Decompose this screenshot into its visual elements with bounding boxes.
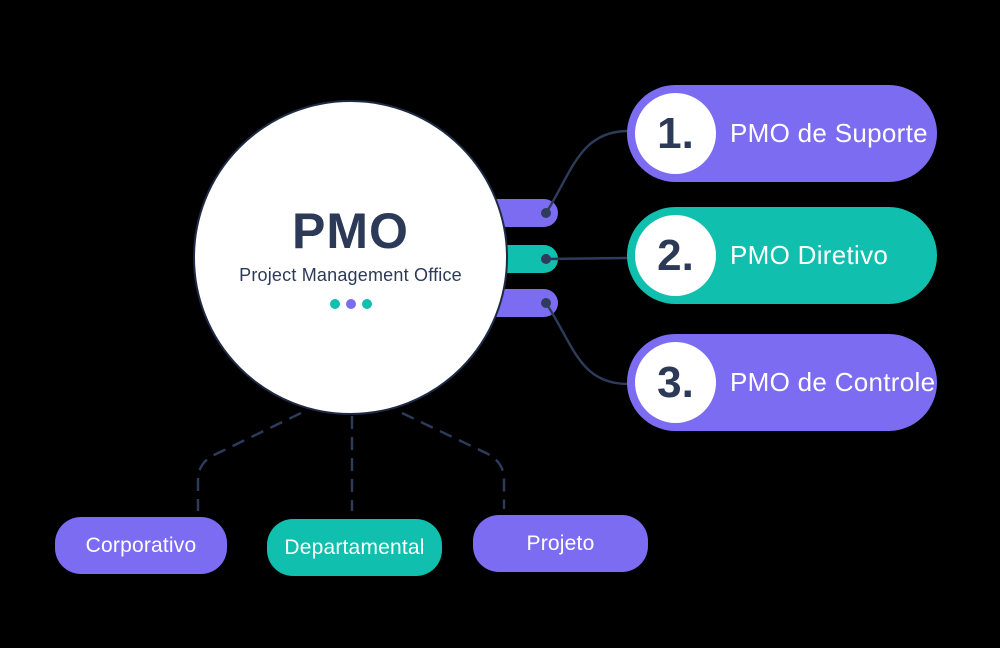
number-label-2: 2.: [657, 230, 694, 280]
bottom-item-label-3: Projeto: [526, 531, 595, 555]
number-badge-2: 2.: [635, 215, 716, 296]
bottom-item-projeto: Projeto: [473, 515, 648, 572]
pmo-dot-2: [345, 299, 356, 309]
bottom-item-corporativo: Corporativo: [55, 517, 227, 574]
right-item-pmo-diretivo: 2. PMO Diretivo: [627, 207, 937, 304]
connector-line-2: [545, 256, 629, 261]
right-item-label-3: PMO de Controle: [730, 367, 936, 397]
dashed-line-right: [401, 411, 506, 509]
connector-line-1: [544, 129, 629, 214]
pmo-subtitle: Project Management Office: [239, 265, 462, 285]
number-badge-3: 3.: [635, 342, 716, 423]
pmo-dot-row: [329, 299, 372, 309]
bottom-item-departamental: Departamental: [267, 519, 442, 576]
number-badge-1: 1.: [635, 93, 716, 174]
number-label-3: 3.: [657, 357, 694, 407]
bottom-item-label-1: Corporativo: [85, 533, 197, 557]
right-item-label-2: PMO Diretivo: [730, 240, 889, 270]
connector-line-3: [544, 302, 629, 386]
number-label-1: 1.: [657, 108, 694, 158]
right-item-pmo-de-controle: 3. PMO de Controle: [627, 334, 937, 431]
pmo-dot-3: [361, 299, 372, 309]
dashed-line-left: [196, 411, 302, 511]
right-item-pmo-de-suporte: 1. PMO de Suporte: [627, 85, 937, 182]
pmo-title: PMO: [292, 203, 409, 259]
pmo-central-circle: PMO Project Management Office: [193, 100, 508, 415]
pmo-dot-1: [329, 299, 340, 309]
right-item-label-1: PMO de Suporte: [730, 118, 928, 148]
bottom-item-label-2: Departamental: [284, 535, 425, 559]
